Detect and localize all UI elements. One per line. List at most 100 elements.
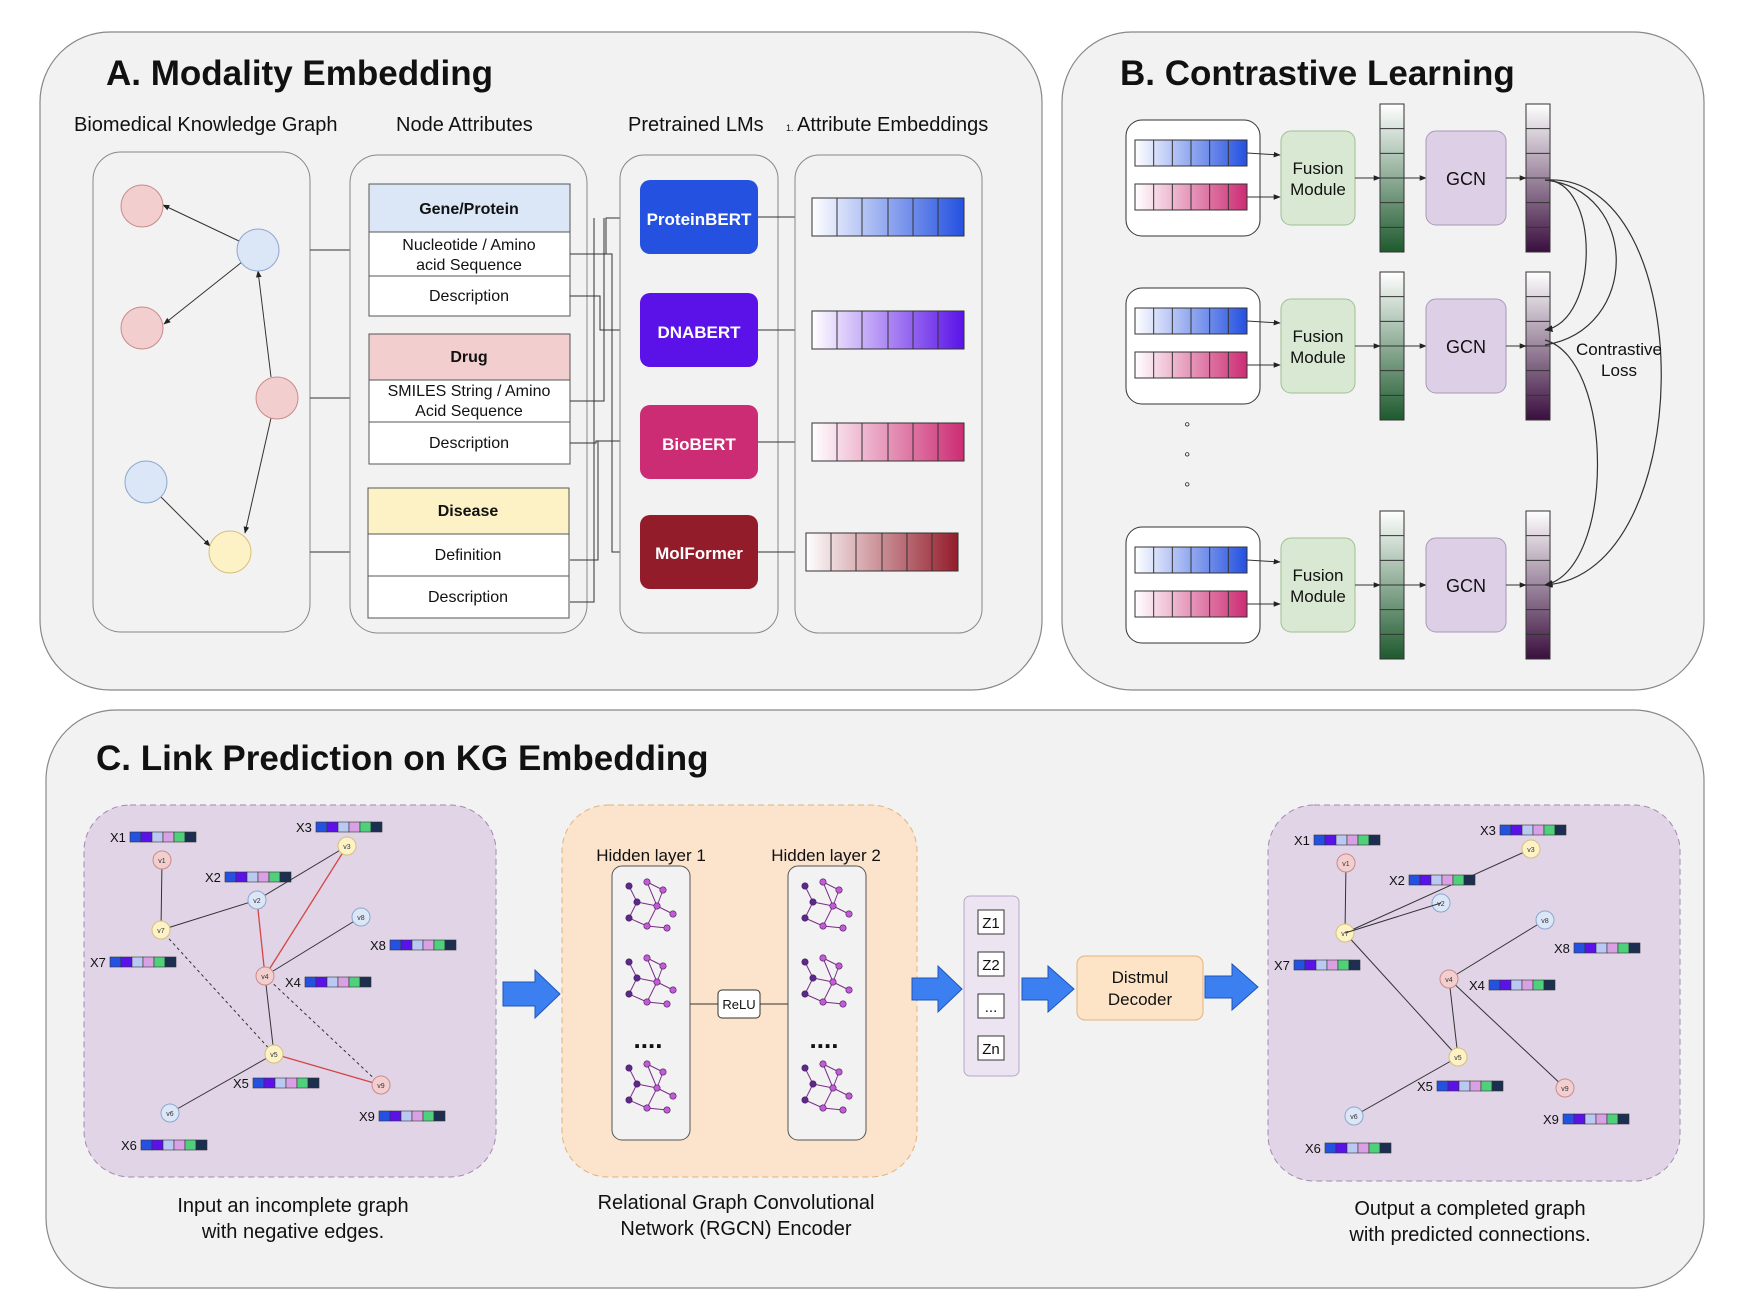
graph-node [1336,853,1356,873]
z-label: Z1 [982,915,1000,932]
feature-label: X7 [90,955,106,970]
relu-label: ReLU [722,997,755,1012]
gcn-block[interactable]: GCN [1425,537,1507,633]
flow-arrow [911,964,963,1014]
hidden-layer-2-dots: .... [810,1024,839,1054]
graph-node [1344,1106,1364,1126]
panel-b-title: B. Contrastive Learning [1120,54,1515,93]
lm-biobert[interactable]: BioBERT [640,405,758,479]
feature-vector [1573,942,1641,954]
lm-molformer[interactable]: MolFormer [640,515,758,589]
lm-protein-bert[interactable]: ProteinBERT [640,180,758,254]
attr-lm-connectors [570,215,641,603]
relu-box [717,989,761,1019]
fusion-label: Fusion [1292,327,1343,346]
feature-vector [389,939,457,951]
col-emb-prefix: 1. [786,123,794,133]
feature-vector [224,871,292,883]
feature-label: X4 [1469,978,1485,993]
output-graph-panel [1267,804,1681,1182]
output-caption-l1: Output a completed graph [1354,1198,1585,1220]
node-label: v5 [270,1052,278,1059]
lm-dnabert-label: DNABERT [657,323,741,342]
feature-label: X9 [359,1109,375,1124]
graph-edge [1353,1056,1459,1117]
drug-row1-l2: Acid Sequence [415,403,523,420]
fusion-label: Module [1290,180,1346,199]
graph-edge [1344,902,1442,934]
feature-vector [1293,959,1361,971]
node-label: v9 [377,1083,385,1090]
node-label: v3 [1527,847,1535,854]
panel-c-title: C. Link Prediction on KG Embedding [96,739,709,778]
emb-bio [811,422,965,462]
graph-edge [1344,848,1532,934]
feature-label: X2 [1389,873,1405,888]
feature-label: X4 [285,975,301,990]
contrastive-loss-label-l1: Contrastive [1576,340,1662,359]
node-label: v3 [343,844,351,851]
ellipsis-dot: ° [1184,450,1190,467]
graph-edge [264,975,275,1055]
flow-arrow [1204,962,1259,1012]
contrastive-loss-arrows [1544,179,1662,588]
emb-dna [811,310,965,350]
flow-arrow [1021,964,1075,1014]
gene-row1-l1: Nucleotide / Amino [402,237,536,254]
feature-vector [1408,874,1476,886]
layer-graph [625,954,677,1008]
z-cell [977,909,1005,935]
feature-label: X5 [233,1076,249,1091]
fusion-label: Fusion [1292,566,1343,585]
kg-node-protein [124,460,168,504]
lm-biobert-label: BioBERT [662,435,736,454]
feature-vector [1488,979,1556,991]
feature-vector [1313,834,1381,846]
drug-row2: Description [429,435,509,452]
gcn-block[interactable]: GCN [1425,298,1507,394]
z-cell [977,951,1005,977]
lm-column [619,154,779,634]
panel-a-title: A. Modality Embedding [106,54,493,93]
z-label: ... [985,999,998,1016]
graph-edge [1448,978,1459,1058]
kg-node-protein [236,228,280,272]
lm-dnabert[interactable]: DNABERT [640,293,758,367]
gcn-block[interactable]: GCN [1425,130,1507,226]
encoder-caption-l2: Network (RGCN) Encoder [620,1218,852,1240]
embedding-vector [1134,590,1248,618]
panel-b: B. Contrastive Learning FusionModuleGCNF… [1061,31,1705,691]
feature-label: X7 [1274,958,1290,973]
emb-mol [805,532,959,572]
node-label: v2 [1437,901,1445,908]
graph-edge [1448,978,1566,1089]
feature-vector [1324,1142,1392,1154]
hidden-layer-1-dots: .... [634,1024,663,1054]
graph-node [152,850,172,870]
kg-node-disease [120,306,164,350]
feature-label: X3 [296,820,312,835]
kg-node-drug [255,376,299,420]
embedding-vector [1379,271,1405,421]
node-label: v4 [261,974,269,981]
contrastive-loss-label-l2: Loss [1601,361,1637,380]
col-attr-label: Node Attributes [396,114,533,136]
missing-edge [160,929,275,1055]
panel-c: C. Link Prediction on KG Embedding v1v2v… [45,709,1705,1289]
input-graph-panel [83,804,497,1178]
disease-header: Disease [438,503,499,520]
embedding-vector [1134,183,1248,211]
embedding-vector [1134,139,1248,167]
col-lm-label: Pretrained LMs [628,114,764,136]
distmul-decoder[interactable]: Distmul Decoder [1076,955,1204,1021]
graph-edge [264,916,362,977]
graph-edge [160,899,258,931]
node-label: v4 [1445,977,1453,984]
z-cell [977,993,1005,1019]
gcn-label: GCN [1446,337,1486,357]
